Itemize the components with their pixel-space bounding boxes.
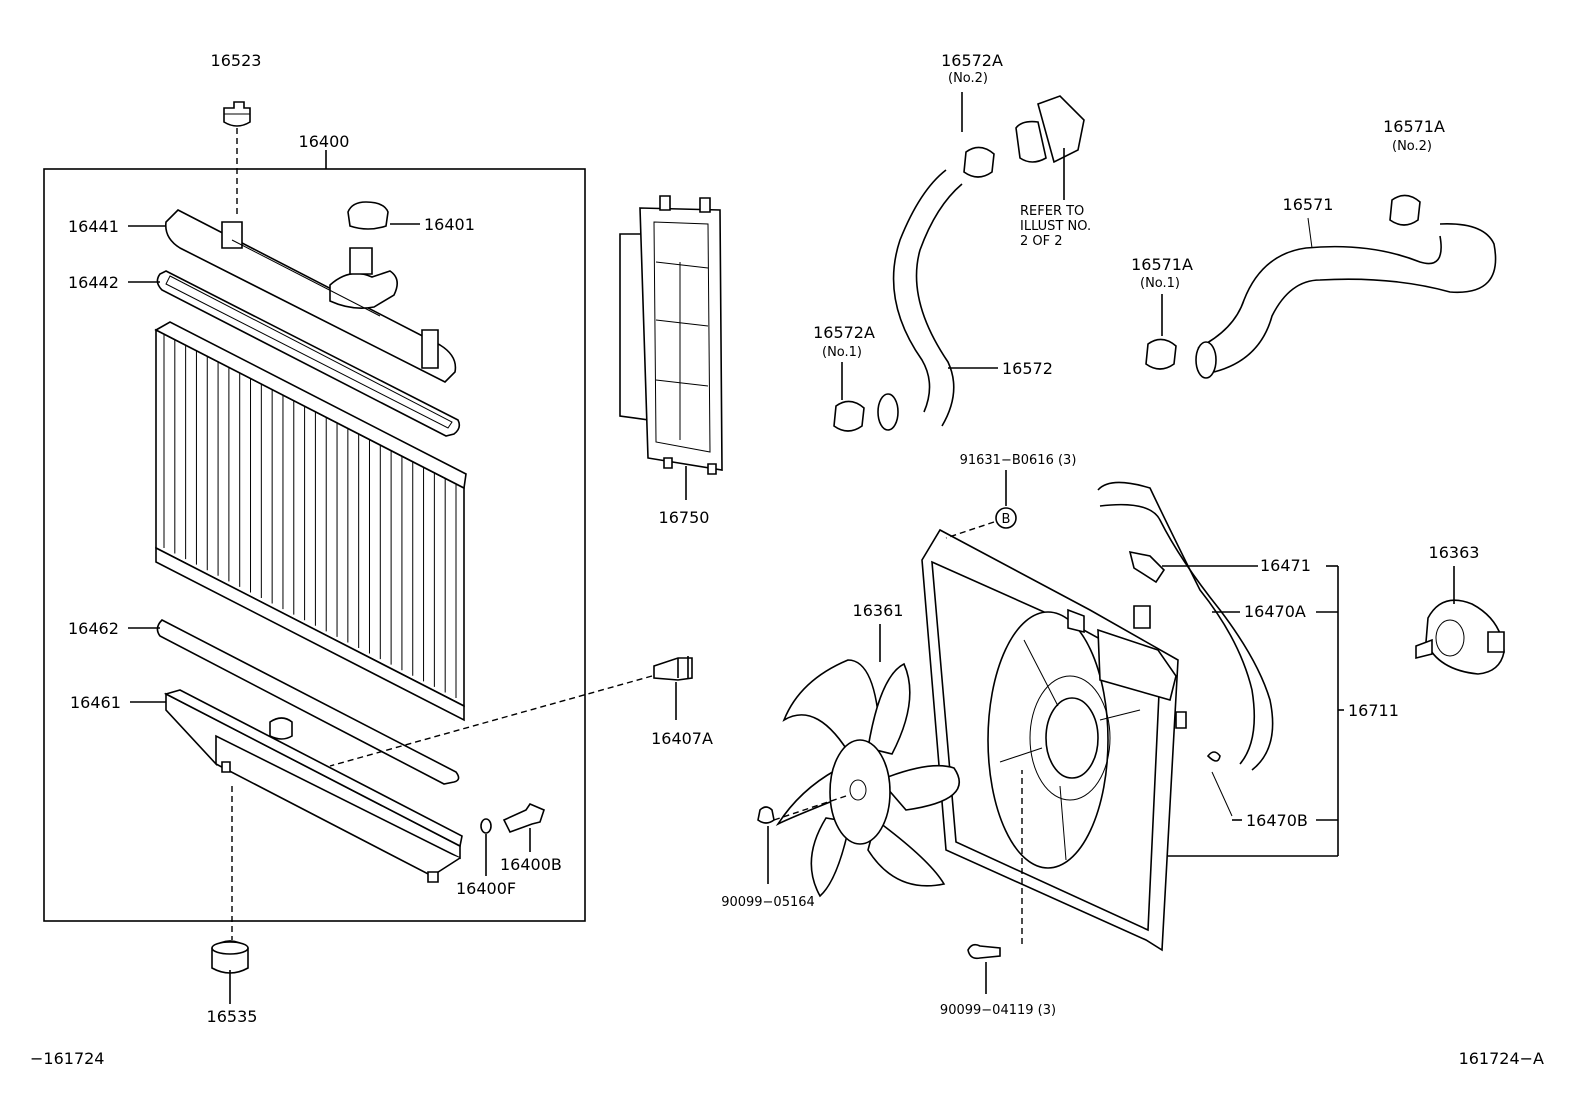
clip-16471 <box>1128 550 1166 584</box>
lower-gasket-16462 <box>156 619 460 785</box>
upper-tank-16441 <box>164 209 457 383</box>
clamp-16572A-no2 <box>963 146 995 178</box>
upper-hose-16572 <box>877 169 998 431</box>
label-91631: 91631−B0616 (3) <box>960 453 1077 468</box>
label-16442: 16442 <box>68 273 119 292</box>
lower-tank-16461 <box>163 689 463 883</box>
label-16400: 16400 <box>299 132 350 151</box>
radiator-group-box <box>43 168 586 922</box>
air-guide-16750 <box>619 195 723 500</box>
marker-b-label: B <box>1002 512 1011 527</box>
label-16711: 16711 <box>1348 701 1399 720</box>
label-16572A-no2: 16572A <box>941 51 1003 70</box>
label-16523: 16523 <box>211 51 262 70</box>
bolt-90099-04119 <box>967 943 1001 960</box>
fan-blade-16361 <box>775 624 960 898</box>
label-16462: 16462 <box>68 619 119 638</box>
label-16471: 16471 <box>1260 556 1311 575</box>
footer-right-code: 161724−A <box>1459 1049 1544 1068</box>
label-16470B: 16470B <box>1246 811 1308 830</box>
label-90099-04119: 90099−04119 (3) <box>940 1003 1056 1018</box>
oring-16400F <box>480 818 492 834</box>
hose-16571 <box>1195 217 1497 379</box>
label-16400B: 16400B <box>500 855 562 874</box>
label-16401: 16401 <box>424 215 475 234</box>
radiator-core <box>154 321 467 722</box>
clamp-16571A-no2 <box>1389 194 1421 226</box>
label-16363: 16363 <box>1429 543 1480 562</box>
clamp-16571A-no1 <box>1145 338 1177 370</box>
fan-motor-16363 <box>1415 566 1505 675</box>
label-16407A: 16407A <box>651 729 713 748</box>
label-16571: 16571 <box>1283 195 1334 214</box>
drain-plug-16523 <box>223 101 251 218</box>
label-16461: 16461 <box>70 693 121 712</box>
footer-left-code: −161724 <box>30 1049 104 1068</box>
label-16571A-no2: 16571A <box>1383 117 1445 136</box>
refer-note-line2: ILLUST NO. <box>1020 219 1091 234</box>
refer-note-line1: REFER TO <box>1020 204 1084 219</box>
label-16571A-no2-sub: (No.2) <box>1392 139 1432 154</box>
label-16750: 16750 <box>659 508 710 527</box>
refer-note-line3: 2 OF 2 <box>1020 234 1063 249</box>
label-16571A-no1: 16571A <box>1131 255 1193 274</box>
label-16572A-no2-sub: (No.2) <box>948 71 988 86</box>
cushion-16535 <box>211 940 249 1004</box>
hose-16470A <box>1097 481 1274 771</box>
label-16470A: 16470A <box>1244 602 1306 621</box>
label-16400F: 16400F <box>456 879 516 898</box>
clamp-16572A-no1 <box>833 400 865 432</box>
label-16361: 16361 <box>853 601 904 620</box>
marker-b <box>995 507 1017 529</box>
clip-16470B <box>1206 751 1221 762</box>
label-90099-05164: 90099−05164 <box>721 895 815 910</box>
drain-cock-16400B <box>502 803 545 833</box>
label-16572: 16572 <box>1002 359 1053 378</box>
label-16441: 16441 <box>68 217 119 236</box>
fan-shroud-16711 <box>921 528 1187 952</box>
sensor-16407A <box>653 656 693 720</box>
label-16572A-no1: 16572A <box>813 323 875 342</box>
label-16535: 16535 <box>207 1007 258 1026</box>
label-16571A-no1-sub: (No.1) <box>1140 276 1180 291</box>
label-16572A-no1-sub: (No.1) <box>822 345 862 360</box>
group-bracket-16711 <box>1162 565 1344 857</box>
upper-gasket-16442 <box>156 270 461 437</box>
water-outlet <box>1015 95 1085 200</box>
nut-90099-05164 <box>757 806 775 824</box>
radiator-cap-16401 <box>347 201 420 230</box>
